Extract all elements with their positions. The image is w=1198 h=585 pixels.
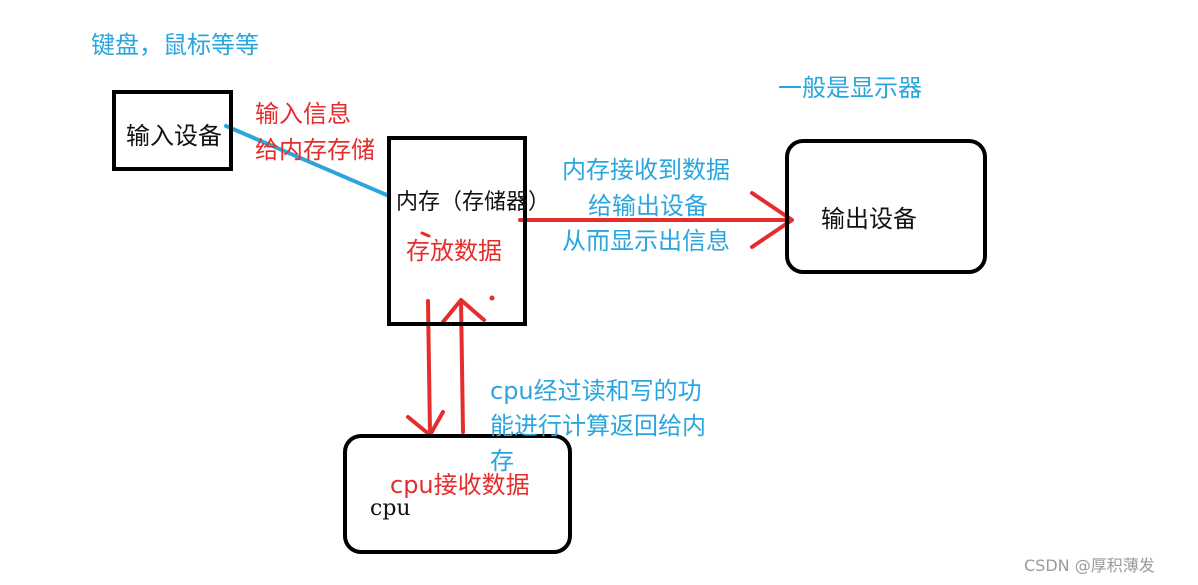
input-info-note-line-1: 输入信息 bbox=[255, 100, 351, 128]
red-dot-mark bbox=[489, 295, 495, 301]
cpu-label: cpu bbox=[370, 496, 411, 521]
cpu-receive-note: cpu接收数据 bbox=[390, 471, 530, 499]
watermark: CSDN @厚积薄发 bbox=[1024, 556, 1155, 575]
input-device-label: 输入设备 bbox=[126, 122, 222, 150]
cpu-rw-note-line-1: cpu经过读和写的功 bbox=[490, 377, 702, 405]
input-to-memory-line bbox=[224, 124, 391, 198]
output-device-box bbox=[785, 139, 987, 274]
output-device-label: 输出设备 bbox=[821, 205, 917, 233]
output-examples-note: 一般是显示器 bbox=[778, 74, 922, 102]
red-dash-mark bbox=[420, 231, 431, 238]
memory-label: 内存（存储器） bbox=[396, 190, 551, 215]
memory-to-output-note-line-1: 内存接收到数据 bbox=[562, 156, 730, 184]
memory-to-output-note-line-3: 从而显示出信息 bbox=[562, 227, 730, 255]
memory-store-data-note: 存放数据 bbox=[406, 237, 502, 265]
memory-to-output-note-line-2: 给输出设备 bbox=[588, 192, 708, 220]
cpu-rw-note-line-2: 能进行计算返回给内 bbox=[490, 412, 706, 440]
cpu-box bbox=[343, 434, 572, 554]
input-info-note-line-2: 给内存存储 bbox=[255, 136, 375, 164]
memory-to-output-arrow bbox=[518, 191, 794, 249]
memory-box bbox=[387, 136, 527, 326]
input-examples-note: 键盘，鼠标等等 bbox=[91, 31, 259, 59]
input-device-box bbox=[112, 90, 233, 171]
cpu-rw-note-line-3: 存 bbox=[490, 447, 514, 475]
